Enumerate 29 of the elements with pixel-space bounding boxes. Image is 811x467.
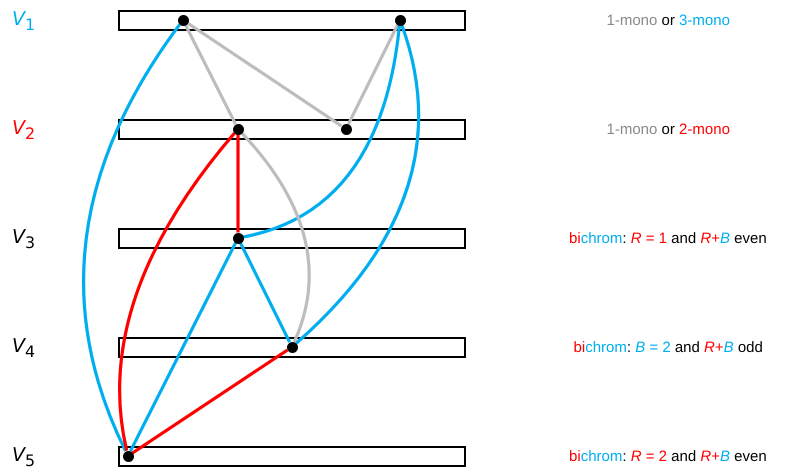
condition-text: 1-mono or 3-mono	[606, 12, 730, 28]
vertex-dot	[340, 124, 352, 134]
edge-line	[239, 242, 291, 343]
set-label: V$_{3}$	[12, 228, 36, 251]
edge-line	[243, 25, 402, 239]
edge-line	[129, 242, 237, 452]
edge-line	[186, 22, 342, 128]
condition-text: bichrom: B = 2 and R+B odd	[574, 340, 763, 354]
edge-line	[132, 348, 288, 454]
condition-text: 1-mono or 2-mono	[606, 122, 730, 136]
condition-text: bichrom: R = 2 and R+B even	[569, 448, 767, 464]
edge-line	[236, 134, 240, 232]
vertex-dot	[286, 342, 298, 352]
edge-line	[347, 24, 399, 125]
vertex-dot	[232, 124, 244, 134]
vertex-dot	[122, 450, 134, 462]
edge-line	[295, 24, 420, 345]
vertex-dot	[394, 14, 406, 26]
condition-text: bichrom: R = 1 and R+B even	[569, 230, 767, 246]
set-label: V$_{4}$	[12, 337, 36, 360]
vertex-dot	[232, 232, 244, 244]
set-label: V$_{1}$	[12, 10, 36, 33]
edge-line	[240, 132, 311, 343]
set-label: V$_{5}$	[12, 446, 36, 467]
edge-line	[184, 24, 237, 125]
vertex-dot	[178, 14, 188, 26]
set-label: V$_{2}$	[12, 119, 36, 142]
edge-line	[118, 132, 236, 451]
edge-line	[82, 24, 182, 452]
